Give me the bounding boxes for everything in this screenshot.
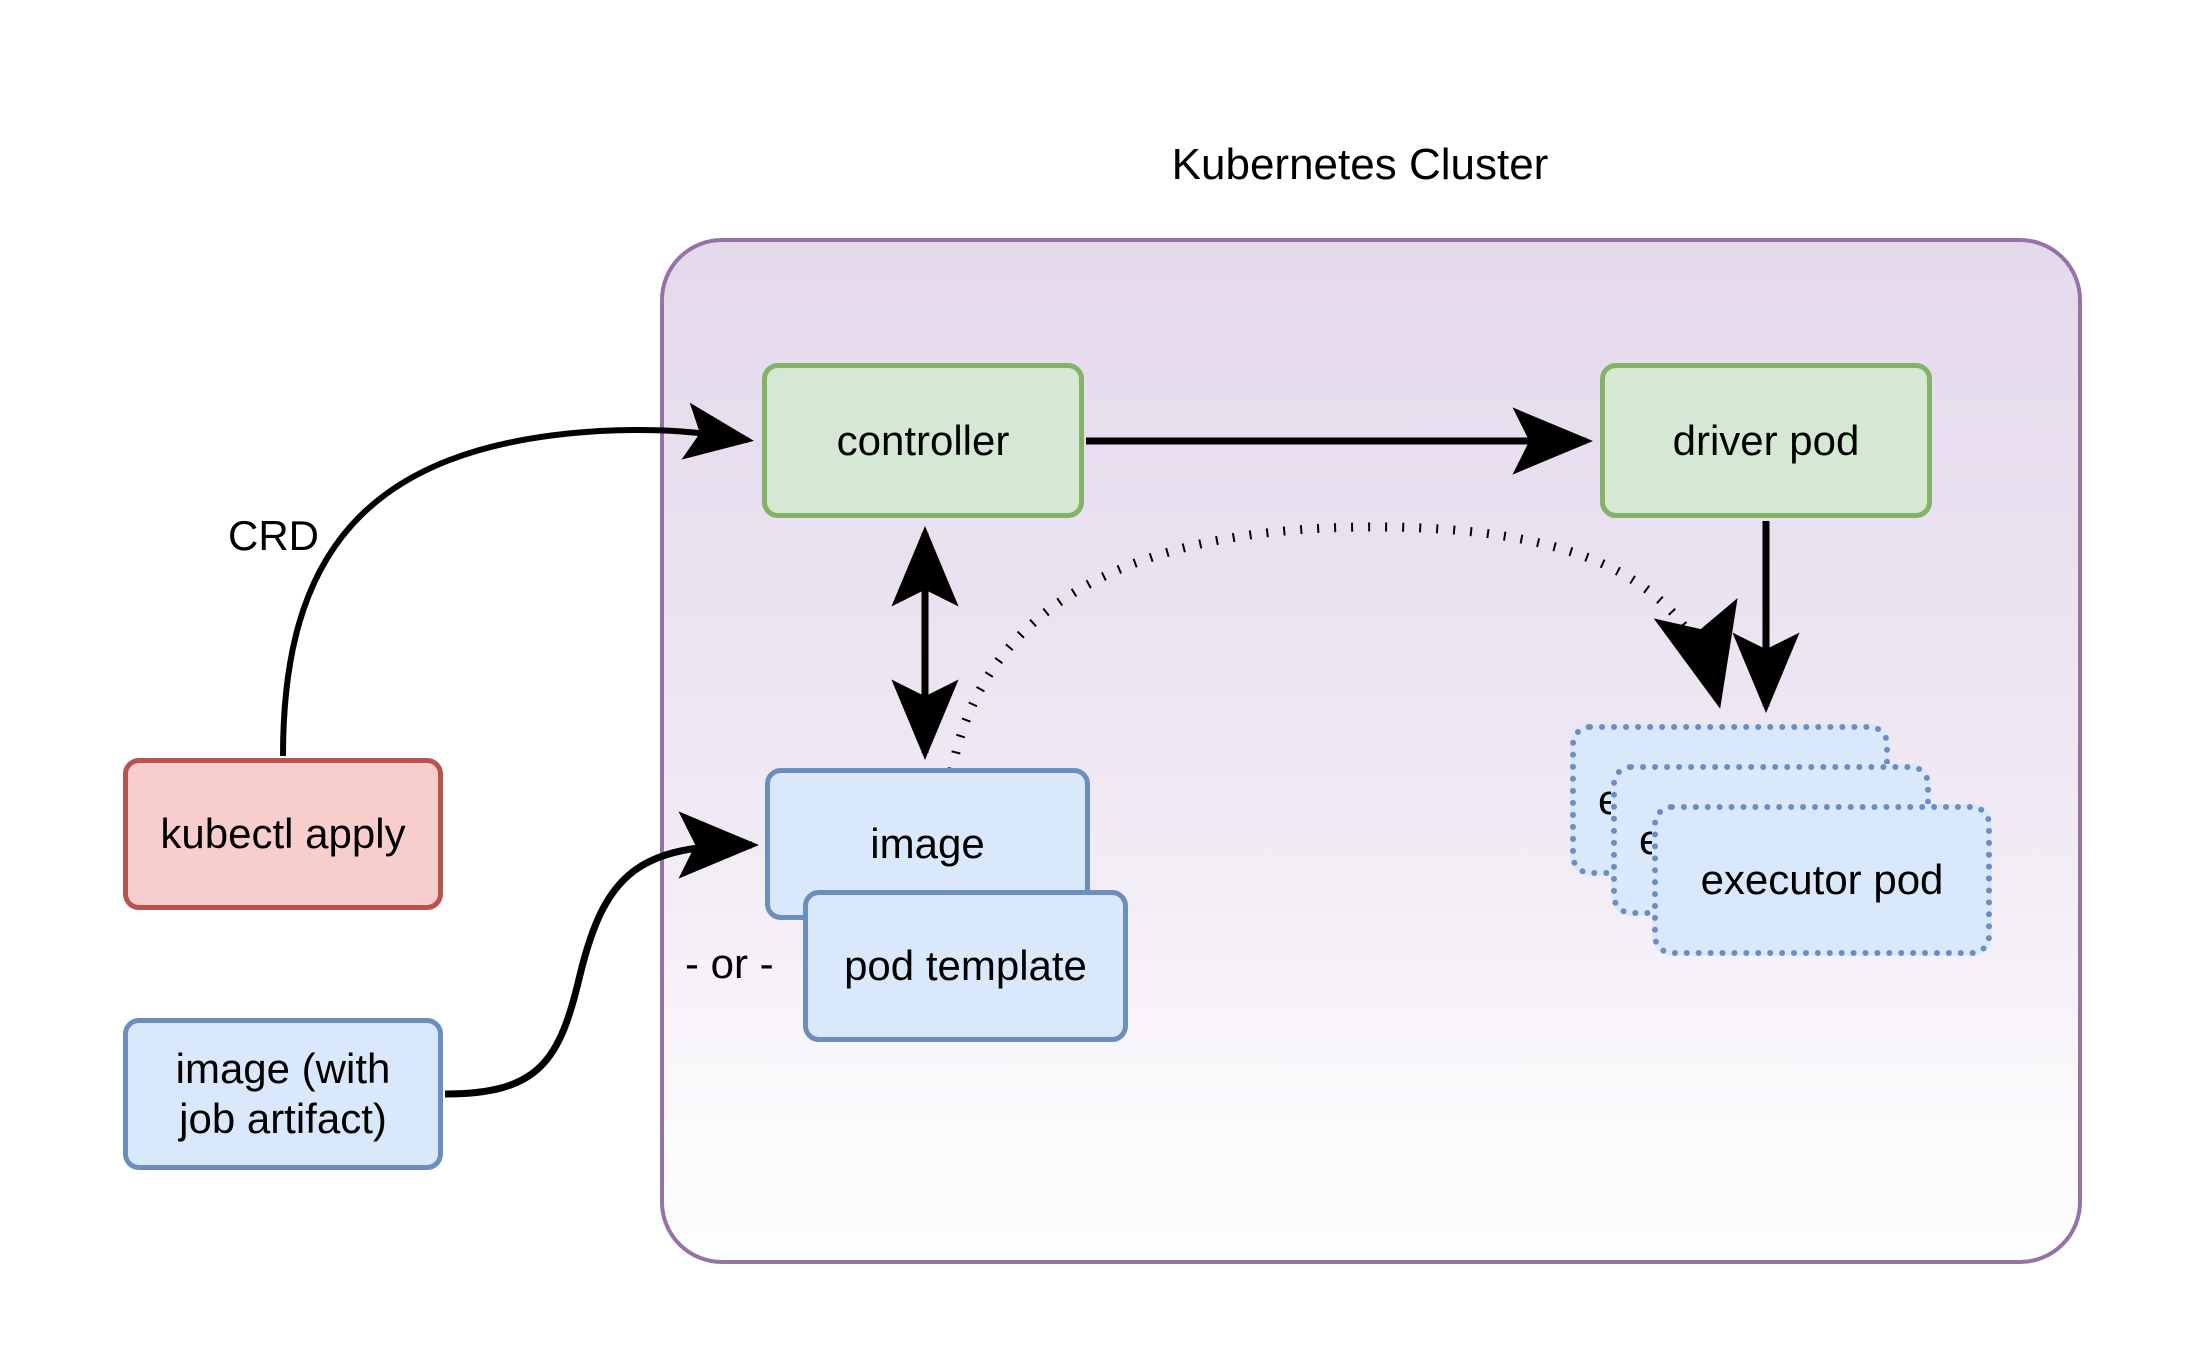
node-controller[interactable]: controller	[762, 363, 1084, 518]
node-driver-pod[interactable]: driver pod	[1600, 363, 1932, 518]
node-pod-template[interactable]: pod template	[803, 890, 1128, 1042]
node-image-with-job-artifact-label: image (with job artifact)	[175, 1045, 391, 1142]
node-image-with-job-artifact[interactable]: image (with job artifact)	[123, 1018, 443, 1170]
node-kubectl-apply[interactable]: kubectl apply	[123, 758, 443, 910]
node-executor-pod-front[interactable]: executor pod	[1652, 804, 1992, 956]
edge-label-crd: CRD	[228, 512, 319, 559]
edge-label-or: - or -	[685, 940, 774, 987]
cluster-title: Kubernetes Cluster	[1171, 140, 1549, 189]
